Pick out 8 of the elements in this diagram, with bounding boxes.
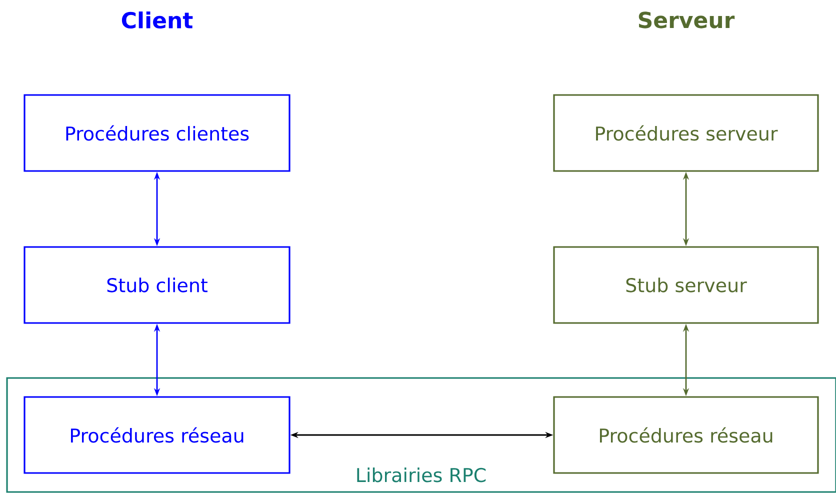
- process-box: Stub client: [24, 246, 290, 324]
- process-box: Procédures serveur: [553, 94, 819, 172]
- column-heading: Serveur: [638, 12, 735, 28]
- column-heading: Client: [122, 11, 193, 29]
- process-box: Procédures réseau: [24, 396, 290, 474]
- process-box: Procédures clientes: [24, 94, 290, 172]
- process-box: Stub serveur: [553, 246, 819, 324]
- process-box: Procédures réseau: [553, 396, 819, 474]
